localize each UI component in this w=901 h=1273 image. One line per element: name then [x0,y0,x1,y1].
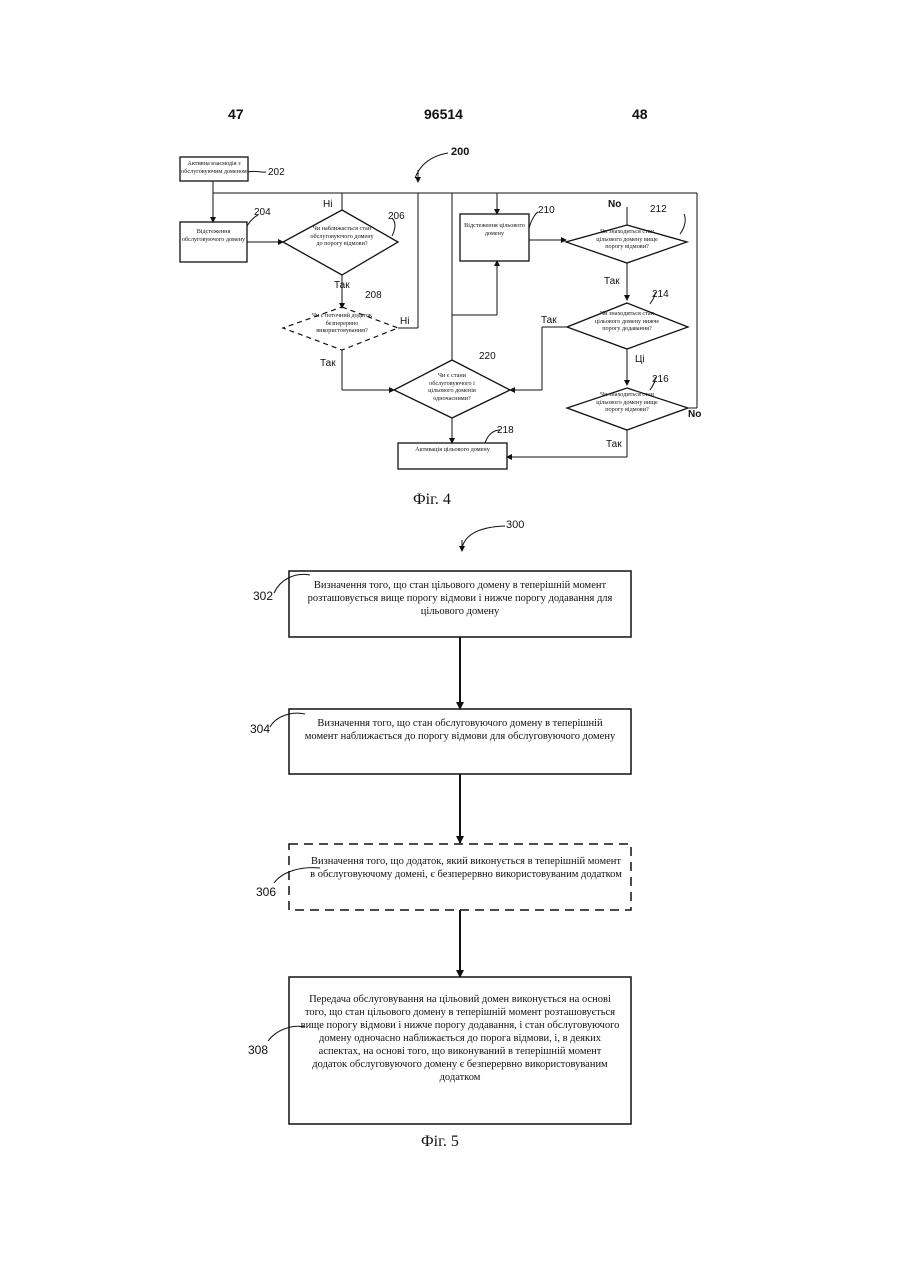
fig4-label-yes-212: Так [604,276,620,287]
fig4-label-no-212: No [608,199,621,210]
fig4-label-no-208: Ні [400,316,409,327]
fig4-text-212: Чи знаходиться стан цільового домену вищ… [592,228,662,251]
fig5-step-308-text: Передача обслуговування на цільовий доме… [300,993,620,1084]
fig4-label-yes-208: Так [320,358,336,369]
fig4-label-yes-216: Так [606,439,622,450]
fig4-label-no-214: Ці [635,354,645,365]
fig5-step-302-ref: 302 [253,589,273,603]
fig4-ref-220: 220 [479,351,496,362]
fig5-step-302-text: Визначення того, що стан цільового домен… [300,579,620,618]
fig4-text-218: Активація цільового домену [400,446,505,454]
fig4-ref-204: 204 [254,207,271,218]
fig4-text-210: Відстеження цільового домену [462,222,527,237]
fig4-text-220: Чи є стани обслуговуючого і цільового до… [418,372,486,402]
fig4-label-no-216: No [688,409,701,420]
fig4-ref-212: 212 [650,204,667,215]
fig5-caption: Фіг. 5 [421,1133,459,1151]
fig4-label-no-206: Ні [323,199,332,210]
fig4-ref-main: 200 [451,146,469,158]
fig5-ref-main: 300 [506,519,524,531]
fig5-step-304-text: Визначення того, що стан обслуговуючого … [300,717,620,743]
fig4-ref-218: 218 [497,425,514,436]
fig4-ref-214: 214 [652,289,669,300]
fig4-text-214: Чи знаходиться стан цільового домену ниж… [592,310,662,333]
fig4-ref-208: 208 [365,290,382,301]
fig4-label-yes-214: Так [541,315,557,326]
fig5-step-306-ref: 306 [256,885,276,899]
fig4-ref-216: 216 [652,374,669,385]
fig4-text-216: Чи знаходиться стан цільового домену вищ… [592,391,662,414]
fig4-text-204: Відстеження обслуговуючого домену [181,228,246,243]
fig4-text-202: Активна взаємодія з обслуговуючим домено… [181,160,247,175]
fig4-caption: Фіг. 4 [413,491,451,509]
fig4-text-206: Чи наближається стан обслуговуючого доме… [310,225,374,248]
fig5-step-306-text: Визначення того, що додаток, який викону… [310,855,622,881]
fig4-ref-202: 202 [268,167,285,178]
fig4-ref-210: 210 [538,205,555,216]
fig4-text-208: Чи є поточний додаток безперервно викори… [310,312,374,335]
fig4-label-yes-206: Так [334,280,350,291]
fig5-step-308-ref: 308 [248,1043,268,1057]
fig4-ref-206: 206 [388,211,405,222]
fig5-step-304-ref: 304 [250,722,270,736]
